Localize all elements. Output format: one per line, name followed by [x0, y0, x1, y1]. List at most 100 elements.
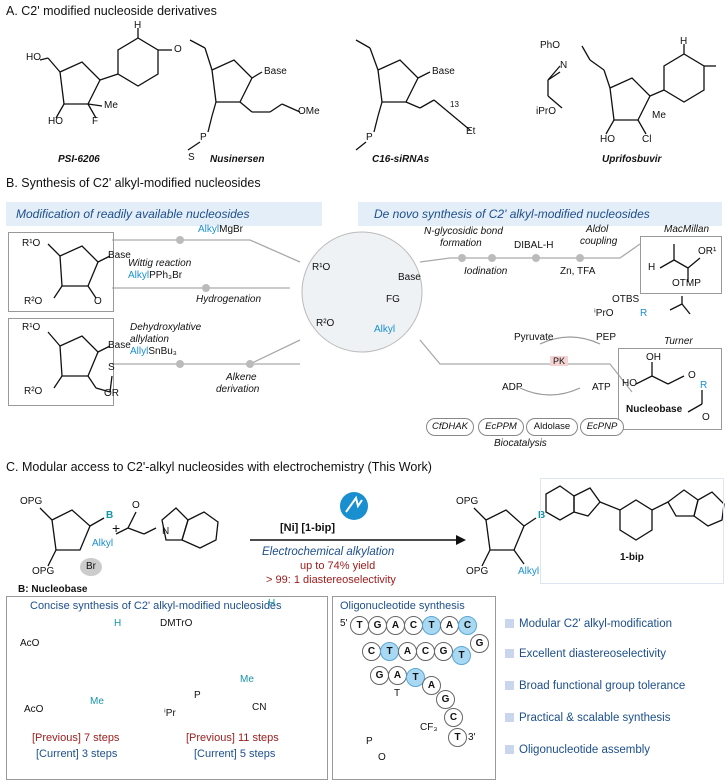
- r-dibal: DIBAL-H: [514, 240, 554, 251]
- upri-sugar-ring: [609, 77, 651, 121]
- section-c-title: C. Modular access to C2'-alkyl nucleosid…: [6, 460, 432, 474]
- r-turner-oh: OH: [646, 352, 661, 363]
- oligo-cf3: CF₃: [420, 722, 438, 733]
- nus-p-label: P: [200, 132, 207, 143]
- sub-br: Br: [80, 558, 102, 576]
- substrate-sugar-ring: [51, 509, 91, 551]
- bip-pyridine: [619, 499, 653, 541]
- r-nucleobase: Nucleobase: [626, 404, 683, 415]
- r-turner-r: R: [700, 380, 708, 391]
- sub-opg2: OPG: [32, 566, 55, 577]
- banner-left-text: Modification of readily available nucleo…: [16, 207, 250, 221]
- r-pep: PEP: [596, 332, 617, 343]
- c-r1o: R¹O: [312, 262, 331, 273]
- arrow-alkene-b: derivation: [216, 384, 260, 395]
- concise-title: Concise synthesis of C2' alkyl-modified …: [30, 600, 282, 612]
- curr1: [Current] 3 steps: [36, 748, 118, 760]
- compound-nusinersen: Nusinersen: [210, 154, 265, 165]
- psi-o-label: O: [174, 44, 182, 55]
- oligo-nt: A: [440, 616, 459, 635]
- product-sugar-ring: [485, 509, 525, 551]
- nus-sugar-ring: [211, 59, 253, 103]
- upri-n-label: N: [560, 60, 568, 71]
- oligo-nt: A: [422, 676, 441, 695]
- r-biocatalysis: Biocatalysis: [494, 438, 547, 449]
- oligo-nt: G: [470, 634, 489, 653]
- lt-o: O: [94, 296, 102, 307]
- lt-r1o: R¹O: [22, 238, 41, 249]
- arrow-dehydroxylative: Dehydroxylative: [130, 322, 202, 333]
- psi-sugar-ring: [59, 61, 101, 105]
- compound-uprifosbuvir: Uprifosbuvir: [602, 154, 662, 165]
- upri-me-label: Me: [652, 110, 666, 121]
- nus-s-label: S: [188, 152, 195, 163]
- macmillan-box: [640, 236, 722, 294]
- c2-dmtro: DMTrO: [160, 618, 193, 629]
- compound-c16-sirnas: C16-siRNAs: [372, 154, 430, 165]
- prod-alkyl: Alkyl: [518, 566, 540, 577]
- r-zn-tfa: Zn, TFA: [560, 266, 596, 277]
- thioester-sugar-ring: [59, 335, 99, 377]
- c2-cn: CN: [252, 702, 267, 713]
- b-dot: [458, 254, 466, 262]
- c-fg: FG: [386, 294, 400, 305]
- pk-arrow-top: [539, 336, 601, 345]
- r-turner-ho: HO: [622, 378, 637, 389]
- prod-opg2: OPG: [466, 566, 489, 577]
- lb-r1o: R¹O: [22, 322, 41, 333]
- enzyme-ecpnp: EcPNP: [580, 418, 624, 436]
- arrow-allylsnbu3: AllylSnBu₃: [130, 346, 177, 357]
- feature-item: Modular C2' alkyl-modification: [505, 618, 672, 630]
- b-dot: [246, 360, 254, 368]
- oligo-nt: C: [362, 642, 381, 661]
- ketone-sugar-ring: [59, 245, 99, 287]
- section-b-title: B. Synthesis of C2' alkyl-modified nucle…: [6, 176, 261, 190]
- nus-base-label: Base: [264, 66, 287, 77]
- oligo-nt: G: [434, 642, 453, 661]
- r-n-glyco-a: N-glycosidic bond: [424, 226, 503, 237]
- oligo-nt: A: [386, 616, 405, 635]
- sub-opg: OPG: [20, 496, 43, 507]
- bip-indazole-left-6: [545, 485, 575, 521]
- arrow-alkylpph3br: AlkylPPh₃Br: [128, 270, 183, 281]
- oligo-nt: A: [398, 642, 417, 661]
- nus-ome-label: OMe: [298, 106, 320, 117]
- lb-r2o: R²O: [24, 386, 43, 397]
- feature-item: Excellent diastereoselectivity: [505, 648, 666, 660]
- cond-dr: > 99: 1 diastereoselectivity: [266, 574, 396, 586]
- oligo-nt: A: [388, 666, 407, 685]
- upri-ipro-label: iPrO: [536, 106, 556, 117]
- oligo-nt-highlight: T: [380, 642, 399, 661]
- b-dot: [488, 254, 496, 262]
- psi-ho2-label: HO: [48, 116, 63, 127]
- arrow-hydrogenation: Hydrogenation: [196, 294, 262, 305]
- reagent-n: N: [162, 526, 170, 537]
- r-mac-h: H: [648, 262, 656, 273]
- c2-ipr: ⁱPr: [164, 708, 176, 719]
- c-r2o: R²O: [316, 318, 335, 329]
- r-n-glyco-b: formation: [440, 238, 482, 249]
- c-base: Base: [398, 272, 421, 283]
- upri-h-label: H: [680, 36, 688, 47]
- prod-opg: OPG: [456, 496, 479, 507]
- b-dot: [176, 360, 184, 368]
- r-otbs: OTBS: [612, 294, 640, 305]
- r-mac-or1: OR¹: [698, 246, 717, 257]
- banner-right-text: De novo synthesis of C2' alkyl-modified …: [374, 207, 650, 221]
- cond-method: Electrochemical alkylation: [262, 546, 395, 558]
- upri-pho-label: PhO: [540, 40, 561, 51]
- c16-n13-label: 13: [450, 100, 459, 109]
- r-turner-o: O: [688, 370, 696, 381]
- section-a-title: A. C2' modified nucleoside derivatives: [6, 4, 217, 18]
- left-bottom-box: [8, 318, 114, 406]
- oligo-nt: C: [444, 708, 463, 727]
- compound-psi-6206: PSI-6206: [58, 154, 100, 165]
- arrow-alkene-a: Alkene: [226, 372, 257, 383]
- b-arrow-right-bottom: [419, 339, 633, 393]
- bip-indazole-right-6: [693, 491, 725, 527]
- oligo-nt: G: [368, 616, 387, 635]
- r-r: R: [640, 308, 648, 319]
- reagent-o: O: [132, 500, 140, 511]
- r-aldol-b: coupling: [580, 236, 618, 247]
